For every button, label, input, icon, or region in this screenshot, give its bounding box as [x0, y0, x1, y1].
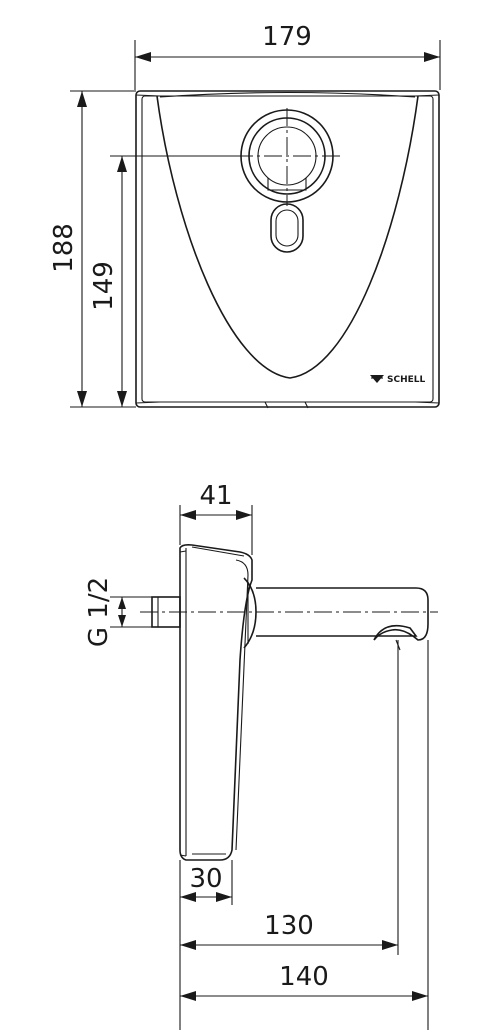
- height-inner-label: 149: [89, 261, 119, 311]
- spout: [256, 587, 429, 641]
- side-view: 41 G 1/2 30 130: [84, 481, 438, 1030]
- height-outer-label: 188: [49, 223, 79, 273]
- front-cover: [156, 95, 419, 379]
- housing-inner-outline: [141, 95, 434, 403]
- schell-logo-icon: [370, 375, 384, 383]
- arrow-down: [118, 615, 126, 627]
- total-length-label: 140: [279, 962, 329, 992]
- arrow-right: [236, 510, 252, 520]
- arrow-left: [180, 892, 196, 902]
- arrow-left: [135, 52, 151, 62]
- housing-front-edge: [235, 559, 249, 851]
- thread-label: G 1/2: [84, 577, 114, 647]
- arrow-up: [117, 156, 127, 172]
- bottom-notch: [264, 401, 309, 409]
- arrow-down: [117, 391, 127, 407]
- arrow-left: [180, 940, 196, 950]
- housing-side-profile: [179, 544, 253, 861]
- cover-top-edge: [159, 91, 416, 98]
- logo-text: SCHELL: [387, 375, 426, 385]
- front-view: 179 SCHELL 188: [49, 22, 441, 409]
- arrow-right: [216, 892, 232, 902]
- housing-back-details: [179, 550, 187, 857]
- arrow-left: [180, 510, 196, 520]
- arrow-up: [118, 597, 126, 609]
- outlet-label: 130: [264, 911, 314, 941]
- housing-outline: [135, 90, 440, 408]
- arrow-right: [382, 940, 398, 950]
- width-label: 179: [262, 22, 312, 52]
- arrow-right: [424, 52, 440, 62]
- base-label: 30: [189, 864, 222, 894]
- oval-slot: [270, 203, 304, 253]
- arrow-right: [412, 991, 428, 1001]
- arrow-left: [180, 991, 196, 1001]
- arrow-down: [77, 391, 87, 407]
- corner-details: [135, 94, 440, 404]
- arrow-up: [77, 91, 87, 107]
- depth-label: 41: [199, 481, 232, 511]
- oval-slot-inner: [275, 209, 299, 247]
- housing-top-bottom-edges: [191, 546, 245, 855]
